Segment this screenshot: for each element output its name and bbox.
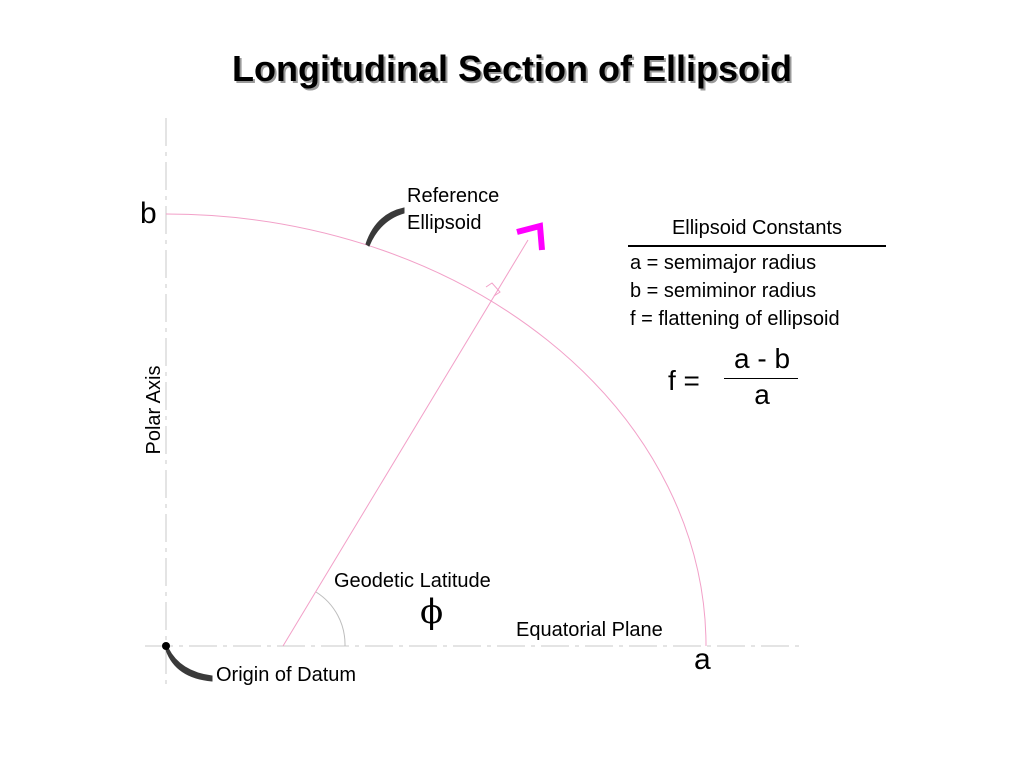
origin-of-datum-dot [162,642,170,650]
semimajor-a-label: a [694,643,711,676]
right-angle-marker [485,282,501,297]
latitude-angle-arc [315,591,346,647]
reference-ellipse-arc [165,213,707,647]
reference-ellipsoid-leader [365,207,405,247]
constants-divider [628,245,886,247]
equatorial-plane-label: Equatorial Plane [516,619,663,641]
page-title: Longitudinal Section of Ellipsoid [232,48,792,89]
reference-ellipsoid-label-line2: Ellipsoid [407,212,482,234]
formula-numerator: a - b [733,343,791,374]
polar-axis-label: Polar Axis [143,366,165,455]
constant-definition-a: a = semimajor radius [630,252,817,274]
origin-of-datum-label: Origin of Datum [216,664,357,686]
semiminor-b-label: b [140,197,157,230]
ellipsoid-normal-line [282,239,529,647]
reference-ellipsoid-label-line1: Reference [407,185,500,207]
formula-denominator: a [754,379,770,410]
constant-definition-b: b = semiminor radius [630,280,817,302]
phi-symbol: ϕ [420,592,444,632]
formula-fraction-bar [724,378,798,379]
normal-arrow-icon [516,222,545,251]
constants-title: Ellipsoid Constants [671,217,843,239]
origin-leader [165,647,213,682]
geodetic-latitude-label: Geodetic Latitude [334,570,491,592]
constant-definition-f: f = flattening of ellipsoid [630,308,840,330]
formula-lhs: f = [668,365,700,396]
